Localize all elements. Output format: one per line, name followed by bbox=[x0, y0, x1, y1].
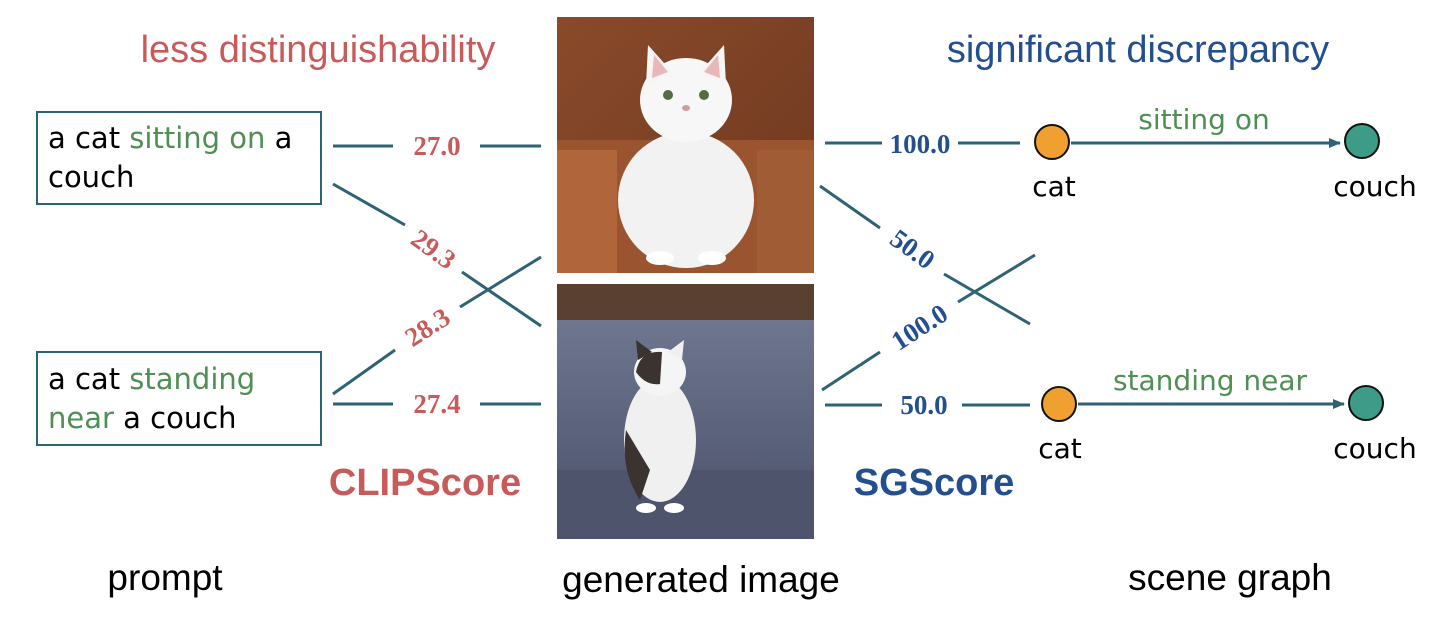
sg-line-img1-g2-a bbox=[819, 184, 881, 230]
caption-generated-image: generated image bbox=[562, 559, 840, 600]
subject-node-2 bbox=[1041, 386, 1077, 422]
sg-score-img2-g1: 100.0 bbox=[886, 298, 953, 356]
sg-connectors bbox=[819, 141, 1036, 407]
generated-image-1 bbox=[557, 17, 814, 273]
prompt-box-1 bbox=[36, 111, 322, 205]
clip-line-p2-img1-b bbox=[459, 255, 542, 309]
right-header: significant discrepancy bbox=[947, 29, 1329, 71]
caption-scene-graph: scene graph bbox=[1128, 557, 1332, 598]
subject-label-2: cat bbox=[1038, 432, 1082, 465]
clip-score-p2-img1: 28.3 bbox=[399, 302, 455, 353]
caption-prompt: prompt bbox=[107, 557, 223, 598]
sg-score-img1-g2: 50.0 bbox=[885, 223, 941, 275]
sgscore-label: SGScore bbox=[854, 462, 1015, 504]
clip-line-p1-img2-a bbox=[332, 182, 406, 227]
sg-score-img2-g2: 50.0 bbox=[900, 390, 947, 420]
generated-image-2 bbox=[557, 284, 814, 539]
relation-label-1: sitting on bbox=[1138, 103, 1269, 136]
subject-node-1 bbox=[1034, 124, 1070, 160]
object-label-2: couch bbox=[1333, 432, 1416, 465]
subject-label-1: cat bbox=[1032, 170, 1076, 203]
clipscore-label: CLIPScore bbox=[329, 462, 521, 504]
clip-line-p2-img1-a bbox=[332, 348, 396, 396]
clip-score-p1-img2: 29.3 bbox=[406, 223, 462, 275]
sg-line-img1-g2-b bbox=[943, 272, 1031, 326]
sg-line-img2-g1-b bbox=[957, 253, 1036, 304]
clip-connectors bbox=[332, 144, 542, 406]
relation-label-2: standing near bbox=[1113, 364, 1308, 397]
left-header: less distinguishability bbox=[141, 29, 496, 71]
scene-graph-2: standing near cat couch bbox=[1038, 364, 1416, 465]
prompt-1-line-1: a cat sitting on a bbox=[48, 121, 292, 155]
object-label-1: couch bbox=[1333, 170, 1416, 203]
prompt-1-line-2: couch bbox=[48, 160, 134, 194]
prompt-box-2 bbox=[36, 351, 322, 446]
sg-score-img1-g1: 100.0 bbox=[890, 129, 951, 159]
clip-score-p2-img2: 27.4 bbox=[413, 389, 460, 419]
prompt-2-line-1: a cat standing bbox=[48, 362, 255, 396]
object-node-2 bbox=[1348, 385, 1384, 421]
clip-score-p1-img1: 27.0 bbox=[413, 131, 460, 161]
clip-line-p1-img2-b bbox=[461, 270, 542, 328]
object-node-1 bbox=[1344, 123, 1380, 159]
prompt-2-line-2: near a couch bbox=[48, 401, 237, 435]
sg-line-img2-g1-a bbox=[821, 350, 881, 392]
scene-graph-1: sitting on cat couch bbox=[1032, 103, 1416, 203]
